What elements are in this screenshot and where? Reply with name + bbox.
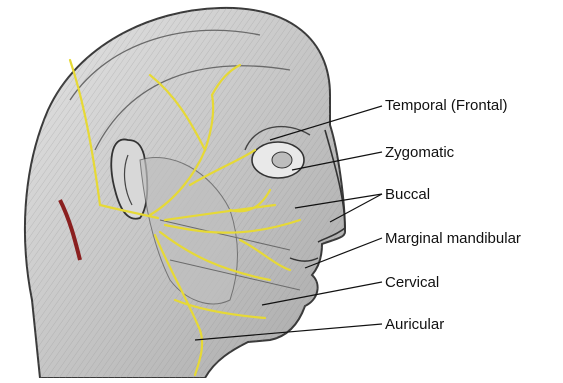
- label-temporal-branch: Temporal (Frontal): [385, 97, 508, 115]
- label-marginal-mandibular-branch: Marginal mandibular: [385, 230, 521, 248]
- label-buccal-branch: Buccal: [385, 186, 430, 204]
- label-zygomatic-branch: Zygomatic: [385, 144, 454, 162]
- label-auricular-branch: Auricular: [385, 316, 444, 334]
- label-cervical-branch: Cervical: [385, 274, 439, 292]
